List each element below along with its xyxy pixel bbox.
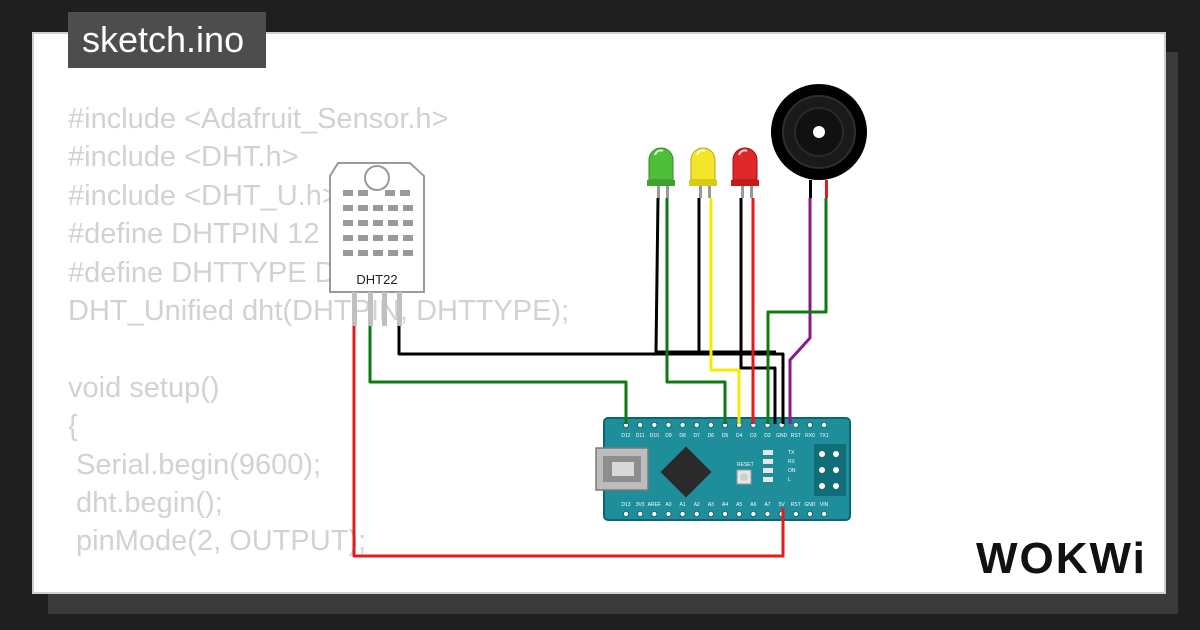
board-pin[interactable] — [693, 510, 700, 517]
board-pin[interactable] — [821, 510, 828, 517]
code-line: #define DHTPIN 12 — [68, 218, 320, 251]
board-pin[interactable] — [736, 510, 743, 517]
wire-dht-vcc — [352, 326, 785, 558]
board-pin-label: D9 — [665, 433, 672, 439]
board-pin-label: D11 — [636, 433, 645, 439]
board-pin-label: GND — [776, 433, 788, 439]
board-pin[interactable] — [623, 510, 630, 517]
board-pin-label: RX0 — [805, 433, 815, 439]
wire-buzzer-neg — [788, 198, 812, 424]
board-pin[interactable] — [792, 421, 799, 428]
wokwi-logo: WOKWi — [976, 534, 1147, 583]
board-pin[interactable] — [651, 421, 658, 428]
board-pin-label: 5V — [779, 502, 786, 508]
led-red[interactable] — [731, 147, 759, 198]
board-pin-label: D4 — [736, 433, 743, 439]
board-pin-label: D10 — [650, 433, 659, 439]
code-line: #include <DHT.h> — [68, 141, 299, 174]
board-pin-label: D6 — [708, 433, 715, 439]
board-pin-label: D3 — [750, 433, 757, 439]
code-line: DHT_Unified dht(DHTPIN, DHTTYPE); — [68, 294, 570, 327]
board-pin-label: RST — [791, 502, 801, 508]
board-pin-label: D5 — [722, 433, 729, 439]
board-led-label: RX — [788, 459, 796, 465]
board-pin[interactable] — [792, 510, 799, 517]
board-pin[interactable] — [665, 510, 672, 517]
preview-card — [32, 32, 1166, 594]
board-pin-label: A7 — [764, 502, 770, 508]
board-pin[interactable] — [693, 421, 700, 428]
board-pin-label: 3V3 — [636, 502, 645, 508]
board-pin-label: D13 — [621, 502, 630, 508]
board-pin[interactable] — [821, 421, 828, 428]
board-pin[interactable] — [806, 510, 813, 517]
led-yellow[interactable] — [689, 147, 717, 198]
board-pin[interactable] — [637, 510, 644, 517]
board-pin-label: A1 — [680, 502, 686, 508]
code-line: #include <DHT_U.h> — [68, 179, 339, 212]
board-pin-label: A2 — [694, 502, 700, 508]
board-pin-label: D7 — [694, 433, 701, 439]
board-pin[interactable] — [707, 510, 714, 517]
wire-dht-data — [368, 326, 628, 424]
board-pin[interactable] — [637, 421, 644, 428]
board-pin-label: A6 — [750, 502, 756, 508]
arduino-nano-board[interactable]: TX RX ON L RESET D12 D11 D10 D9 D8 D7 D6 D5 D4 D3… — [595, 417, 851, 521]
code-background: #include <Adafruit_Sensor.h> #include <DH… — [68, 100, 569, 561]
board-pin-label: AREF — [648, 502, 661, 508]
board-pin-label: D2 — [764, 433, 771, 439]
code-line: pinMode(2, OUTPUT); — [68, 525, 367, 558]
board-pin-label: RST — [791, 433, 801, 439]
board-pin-label: A3 — [708, 502, 714, 508]
board-pin-label: D12 — [621, 433, 630, 439]
code-line: { — [68, 410, 78, 443]
board-pin-label: D8 — [679, 433, 686, 439]
wire-green-gnd — [654, 197, 776, 354]
wire-yellow-anode — [709, 198, 741, 424]
code-line: void setup() — [68, 371, 220, 404]
board-led-label: ON — [788, 468, 796, 474]
wire-buzzer-pos — [766, 198, 828, 424]
wire-dht-gnd — [397, 326, 785, 424]
board-pin[interactable] — [679, 510, 686, 517]
wire-green-anode — [665, 198, 727, 424]
board-led-label: L — [788, 477, 791, 483]
board-pin-label: GND — [804, 502, 816, 508]
wires — [352, 197, 828, 558]
board-pin[interactable] — [806, 421, 813, 428]
dht22-label: DHT22 — [356, 272, 397, 287]
reset-label: RESET — [737, 462, 754, 468]
board-led-label: TX — [788, 450, 795, 456]
wire-red-gnd — [739, 198, 777, 424]
file-tab[interactable]: sketch.ino — [68, 12, 267, 68]
code-line: #include <Adafruit_Sensor.h> — [68, 103, 449, 135]
led-green[interactable] — [647, 147, 675, 198]
board-pin-label: A0 — [665, 502, 671, 508]
board-pin-label: A5 — [736, 502, 742, 508]
board-pin[interactable] — [722, 510, 729, 517]
board-pin[interactable] — [679, 421, 686, 428]
board-pin[interactable] — [764, 510, 771, 517]
board-pin[interactable] — [665, 421, 672, 428]
board-pin[interactable] — [750, 510, 757, 517]
board-pin[interactable] — [651, 510, 658, 517]
board-pin-label: A4 — [722, 502, 728, 508]
board-pin[interactable] — [707, 421, 714, 428]
code-line: Serial.begin(9600); — [68, 448, 322, 481]
piezo-buzzer[interactable] — [771, 84, 867, 198]
board-pin-label: VIN — [820, 502, 829, 508]
board-pin-label: TX1 — [820, 433, 829, 439]
dht22-sensor[interactable]: DHT22 — [329, 162, 425, 326]
code-line: dht.begin(); — [68, 486, 223, 519]
